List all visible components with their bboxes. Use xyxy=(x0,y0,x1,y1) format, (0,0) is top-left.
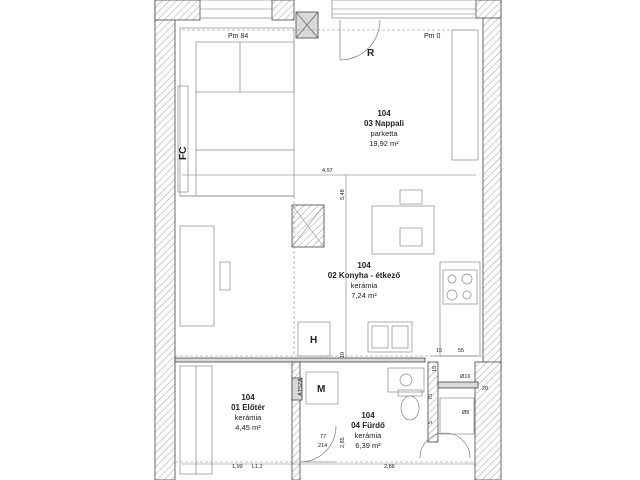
dim-15a: 15 xyxy=(436,348,442,354)
label-r: R xyxy=(367,48,375,59)
lower-right-wall xyxy=(474,361,502,480)
room-furdo-number: 104 xyxy=(361,411,375,420)
chair-1 xyxy=(399,189,423,205)
living-furniture xyxy=(177,19,479,197)
dim-214: 214 xyxy=(318,443,327,449)
dining-table xyxy=(371,205,435,255)
room-nappali-area: 19,92 m² xyxy=(369,139,399,148)
dim-20: 20 xyxy=(482,386,488,392)
bath-inner-wall xyxy=(437,381,479,389)
room-konyha-material: kerámia xyxy=(351,281,379,290)
dim-5: 5 xyxy=(428,421,434,424)
label-pm84: Pm 84 xyxy=(228,33,248,40)
room-eloter-material: kerámia xyxy=(235,413,263,422)
top-wall-left xyxy=(154,0,201,21)
label-h: H xyxy=(310,335,317,346)
room-furdo-material: kerámia xyxy=(355,431,383,440)
shower-tray xyxy=(439,397,475,435)
room-konyha: 104 02 Konyha - étkező kerámia 7,24 m² xyxy=(328,261,401,300)
walls xyxy=(154,0,502,480)
dim-77: 77 xyxy=(320,434,326,440)
small-shaft xyxy=(291,377,303,401)
sofa-seat xyxy=(195,41,295,93)
dim-548: 5,48 xyxy=(340,189,346,200)
dim-75: 75 xyxy=(428,394,434,400)
toilet xyxy=(400,395,420,421)
label-flag: ÁTSZÁ xyxy=(297,378,304,396)
room-furdo-area: 6,39 m² xyxy=(355,441,381,450)
label-phi16: Ø16 xyxy=(460,374,470,380)
dashed-outline xyxy=(182,29,476,197)
room-nappali-name: 03 Nappali xyxy=(364,119,404,128)
sofa-back xyxy=(179,27,295,197)
dimensions: 4,97 5,48 10 15 55 15 20 75 5 77 214 2,8… xyxy=(182,168,488,470)
basin xyxy=(387,367,425,393)
room-nappali-number: 104 xyxy=(377,109,391,118)
dim-285: 2,85 xyxy=(340,437,346,448)
room-konyha-number: 104 xyxy=(357,261,371,270)
door-r-swing xyxy=(339,19,381,61)
mid-horizontal-wall xyxy=(174,357,426,363)
label-l12: L1.2 xyxy=(252,464,263,470)
fridge xyxy=(297,321,331,357)
dim-15b: 15 xyxy=(432,366,438,372)
label-m: M xyxy=(317,384,325,395)
room-furdo: 104 04 Fürdő kerámia 6,39 m² xyxy=(351,411,385,450)
room-konyha-area: 7,24 m² xyxy=(351,291,377,300)
kitchen-counter xyxy=(439,261,481,357)
room-nappali: 104 03 Nappali parketta 19,92 m² xyxy=(364,109,404,148)
bath-left-wall xyxy=(291,361,301,480)
room-eloter: 104 01 Előtér kerámia 4,45 m² xyxy=(231,393,265,432)
dim-288: 2,88 xyxy=(384,464,395,470)
left-outer-wall xyxy=(154,0,176,480)
right-outer-wall xyxy=(482,0,502,371)
dim-10: 10 xyxy=(340,352,346,358)
top-wall-mid xyxy=(271,0,295,21)
sofa-armrest xyxy=(177,85,189,193)
room-eloter-name: 01 Előtér xyxy=(231,403,265,412)
dim-199: 1,99 xyxy=(232,464,243,470)
label-phi8: Ø8 xyxy=(462,410,469,416)
kitchen-furniture xyxy=(175,189,483,357)
label-fc: FC xyxy=(178,147,189,160)
labels: Pm 84 Pm 0 R H M FC L1.2 Ø16 Ø8 ÁTSZÁ xyxy=(178,33,470,470)
dim-55: 55 xyxy=(458,348,464,354)
tv-unit xyxy=(451,29,479,161)
room-konyha-name: 02 Konyha - étkező xyxy=(328,271,401,280)
sink xyxy=(367,321,413,353)
bathroom-furniture xyxy=(175,365,475,475)
desk-chair xyxy=(219,261,231,291)
chair-2 xyxy=(399,227,423,247)
room-eloter-number: 104 xyxy=(241,393,255,402)
top-wall-right xyxy=(475,0,502,19)
washing-machine xyxy=(305,371,339,405)
label-pm0: Pm 0 xyxy=(424,33,440,40)
room-eloter-area: 4,45 m² xyxy=(235,423,261,432)
desk xyxy=(179,225,215,327)
bath-right-wall xyxy=(427,361,439,443)
stove xyxy=(442,269,478,305)
room-furdo-name: 04 Fürdő xyxy=(351,421,385,430)
room-nappali-material: parketta xyxy=(370,129,398,138)
dim-497: 4,97 xyxy=(322,168,333,174)
